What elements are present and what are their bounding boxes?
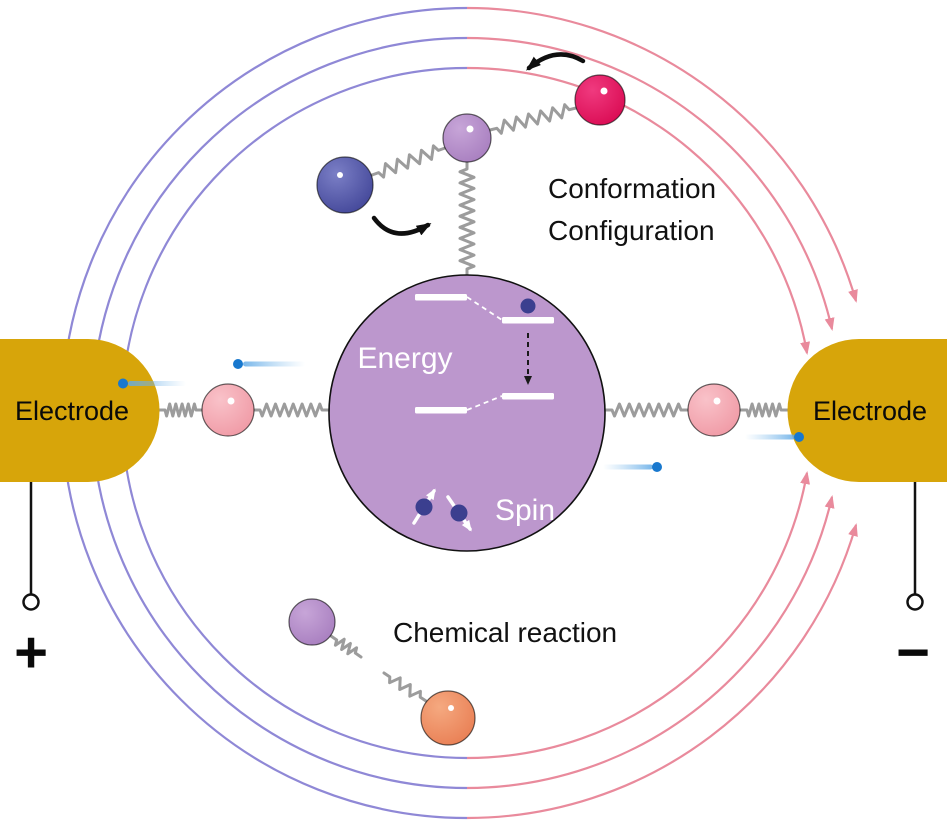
right-flow-arc-bottom-middle — [466, 495, 835, 790]
crimson-molecule-ball — [574, 74, 626, 126]
energy-label: Energy — [357, 342, 452, 375]
right-electrode-label: Electrode — [813, 396, 927, 426]
electron-on-level-dot — [520, 298, 536, 314]
highlight-dot — [466, 125, 474, 133]
spring-reaction-right-segment — [382, 671, 428, 703]
right-flow-arc-top-inner — [466, 66, 811, 355]
energy-level-upper-right — [502, 317, 554, 324]
spin-diagram — [412, 488, 472, 532]
highlight-dot — [337, 172, 343, 178]
left-electrode — [0, 339, 160, 482]
dark-blue-molecule-ball — [316, 156, 374, 214]
rotation-arrow-blue-ball — [371, 215, 432, 236]
chemical-reaction-label: Chemical reaction — [393, 617, 617, 648]
electron-dot — [652, 462, 662, 472]
conformation-label: Conformation — [548, 173, 716, 204]
left-electrode-label: Electrode — [15, 396, 129, 426]
spin-down-electron-dot — [450, 504, 468, 522]
right-flow-arc-bottom-inner — [466, 471, 811, 760]
positive-terminal-sign: + — [14, 620, 48, 685]
springs — [156, 103, 790, 703]
electron-trail — [128, 381, 186, 386]
highlight-dot — [227, 397, 235, 405]
spring-pink-ball-to-molecule-left — [251, 402, 331, 418]
bottom-purple-molecule-ball — [288, 598, 336, 646]
right-flow-arc-bottom-outer — [466, 523, 858, 820]
central-molecule: Energy Spin — [328, 274, 606, 552]
right-flow-arc-top-outer — [466, 6, 858, 303]
rotation-arrows — [371, 52, 586, 236]
highlight-dot — [448, 705, 454, 711]
right-flow-arc-top-middle — [466, 36, 835, 331]
level-connector-upper — [466, 296, 503, 321]
energy-level-lower-left — [415, 407, 467, 414]
central-molecule-circle — [328, 274, 606, 552]
orange-molecule-ball — [420, 690, 476, 746]
spring-molecule-to-pink-ball-right — [603, 402, 690, 418]
left-terminal-circle — [22, 593, 40, 611]
right-electrode — [787, 339, 947, 482]
electron-dot — [118, 378, 128, 389]
negative-terminal-sign: − — [896, 620, 930, 685]
molecule-balls — [201, 74, 741, 746]
spin-label: Spin — [495, 494, 555, 527]
spin-up-electron-dot — [415, 498, 433, 516]
ball-highlights — [227, 87, 721, 711]
energy-level-lower-right — [502, 393, 554, 400]
left-electrode-assembly: Electrode + — [0, 339, 160, 685]
spring-top-ball-to-blue-ball — [370, 144, 447, 179]
configuration-label: Configuration — [548, 215, 715, 246]
spring-top-ball-to-crimson-ball — [488, 103, 578, 135]
spring-pink-ball-to-right-electrode — [738, 402, 790, 418]
spring-molecule-top — [458, 160, 476, 278]
electrons — [118, 359, 804, 472]
right-pink-molecule-ball — [687, 383, 741, 437]
energy-level-diagram — [415, 294, 554, 414]
energy-level-upper-left — [415, 294, 467, 301]
electron-dot — [794, 432, 804, 442]
annotations: Conformation Configuration Chemical reac… — [393, 173, 716, 648]
right-electrode-assembly: Electrode − — [787, 339, 947, 685]
electron-trail — [603, 464, 653, 470]
rotation-arrow-crimson-ball — [525, 52, 586, 71]
highlight-dot — [713, 397, 721, 405]
electron-dot — [233, 359, 243, 369]
left-pink-molecule-ball — [201, 383, 255, 437]
spring-reaction-left-segment — [329, 634, 363, 659]
electron-trail — [745, 434, 795, 440]
spring-left-electrode-to-pink-ball — [156, 402, 205, 418]
level-connector-lower — [466, 395, 503, 411]
right-terminal-circle — [906, 593, 924, 611]
electron-trail — [243, 361, 305, 367]
highlight-dot — [600, 87, 608, 95]
top-purple-molecule-ball — [442, 113, 492, 163]
